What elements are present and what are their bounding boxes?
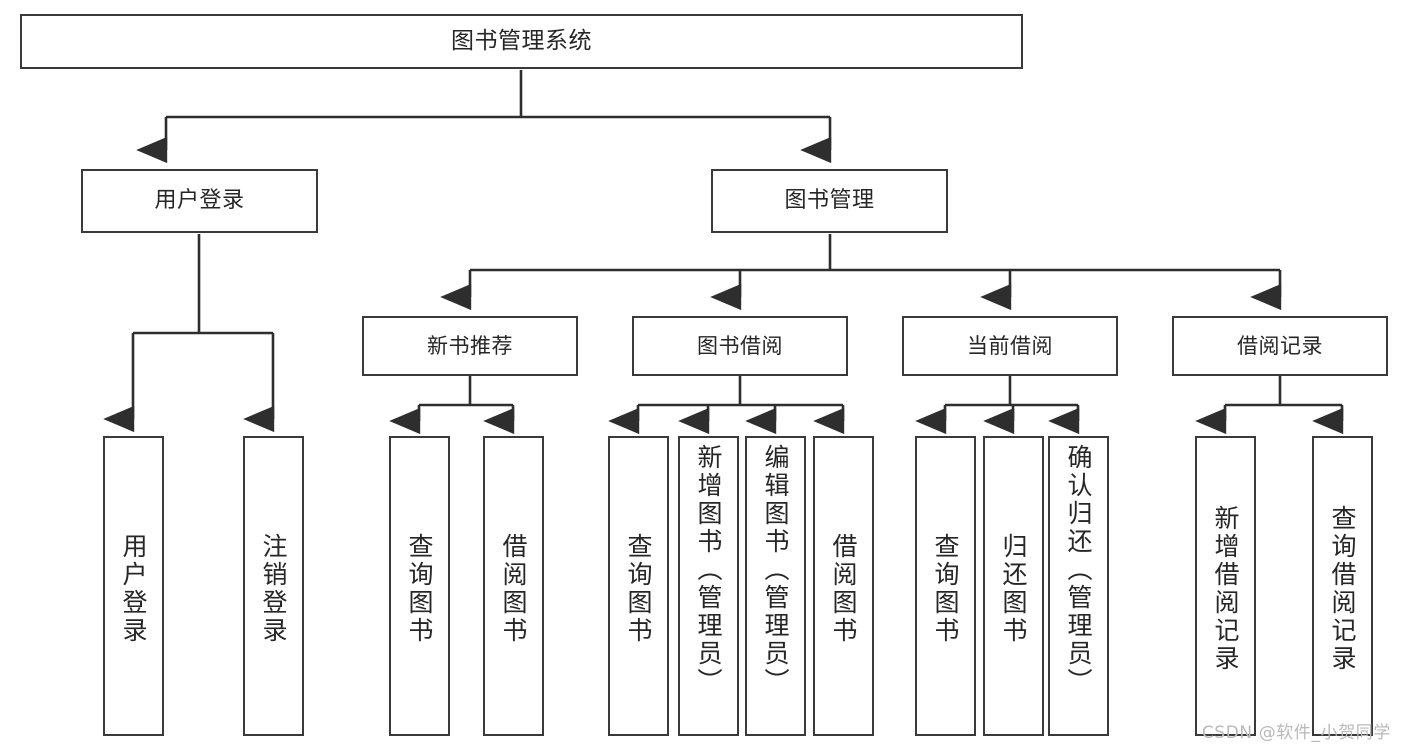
node-new-book-recommend-label: 新书推荐 bbox=[427, 333, 513, 358]
node-leaf-br-add-record[interactable]: 新增借阅记录 bbox=[1195, 436, 1256, 736]
node-leaf-nb-borrow-book-label: 借阅图书 bbox=[499, 533, 528, 645]
node-book-manage[interactable]: 图书管理 bbox=[711, 169, 948, 233]
node-root-label: 图书管理系统 bbox=[451, 28, 592, 55]
watermark-text: CSDN @软件_小贺同学 bbox=[1201, 723, 1391, 743]
node-leaf-br-query-record[interactable]: 查询借阅记录 bbox=[1312, 436, 1373, 736]
node-borrow-record[interactable]: 借阅记录 bbox=[1172, 316, 1388, 376]
node-leaf-cb-query-book[interactable]: 查询图书 bbox=[915, 436, 976, 736]
node-leaf-nb-query-book-label: 查询图书 bbox=[405, 533, 434, 645]
node-new-book-recommend[interactable]: 新书推荐 bbox=[362, 316, 578, 376]
node-leaf-nb-borrow-book[interactable]: 借阅图书 bbox=[483, 436, 544, 736]
node-leaf-cb-return-book-label: 归还图书 bbox=[999, 533, 1028, 645]
node-user-login[interactable]: 用户登录 bbox=[81, 169, 318, 233]
node-leaf-br-add-record-label: 新增借阅记录 bbox=[1211, 505, 1240, 673]
node-leaf-br-query-record-label: 查询借阅记录 bbox=[1328, 505, 1357, 673]
node-leaf-bb-edit-book[interactable]: 编辑图书（管理员） bbox=[745, 436, 806, 736]
node-leaf-bb-edit-book-label: 编辑图书（管理员） bbox=[761, 444, 790, 696]
node-leaf-user-login-label: 用户登录 bbox=[119, 533, 148, 645]
node-root[interactable]: 图书管理系统 bbox=[20, 14, 1023, 69]
node-user-login-label: 用户登录 bbox=[154, 188, 245, 214]
node-leaf-bb-borrow-book[interactable]: 借阅图书 bbox=[813, 436, 874, 736]
node-leaf-bb-query-book-label: 查询图书 bbox=[624, 533, 653, 645]
node-current-borrow-label: 当前借阅 bbox=[967, 333, 1053, 358]
node-leaf-bb-borrow-book-label: 借阅图书 bbox=[829, 533, 858, 645]
node-book-borrow-label: 图书借阅 bbox=[697, 333, 783, 358]
node-leaf-bb-query-book[interactable]: 查询图书 bbox=[608, 436, 669, 736]
node-current-borrow[interactable]: 当前借阅 bbox=[902, 316, 1118, 376]
node-leaf-logout-label: 注销登录 bbox=[259, 533, 288, 645]
node-book-manage-label: 图书管理 bbox=[784, 188, 875, 214]
node-leaf-logout[interactable]: 注销登录 bbox=[243, 436, 304, 736]
node-leaf-bb-add-book-label: 新增图书（管理员） bbox=[694, 444, 723, 696]
node-leaf-cb-confirm-return[interactable]: 确认归还（管理员） bbox=[1048, 436, 1109, 736]
node-leaf-cb-query-book-label: 查询图书 bbox=[931, 533, 960, 645]
node-leaf-nb-query-book[interactable]: 查询图书 bbox=[389, 436, 450, 736]
node-book-borrow[interactable]: 图书借阅 bbox=[632, 316, 848, 376]
node-leaf-cb-confirm-return-label: 确认归还（管理员） bbox=[1064, 444, 1093, 696]
node-leaf-bb-add-book[interactable]: 新增图书（管理员） bbox=[678, 436, 739, 736]
node-leaf-user-login[interactable]: 用户登录 bbox=[103, 436, 164, 736]
node-borrow-record-label: 借阅记录 bbox=[1237, 333, 1323, 358]
node-leaf-cb-return-book[interactable]: 归还图书 bbox=[983, 436, 1044, 736]
